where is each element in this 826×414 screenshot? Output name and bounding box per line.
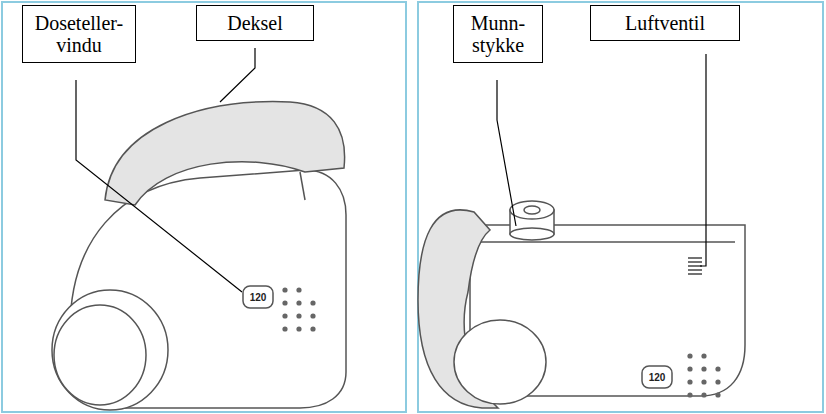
- open-inhaler: [418, 201, 745, 408]
- grip-dot: [687, 379, 692, 384]
- leader-line: [497, 80, 516, 226]
- grip-dot: [296, 313, 301, 318]
- panel-frame: [418, 2, 823, 412]
- part-name: Luftventil: [599, 12, 731, 34]
- grip-dot: [296, 300, 301, 305]
- leader-lines: [76, 48, 706, 292]
- grip-dot: [687, 392, 692, 397]
- callout-box: Luftventil: [590, 5, 740, 41]
- grip-dot: [282, 313, 287, 318]
- vent-slot: [688, 269, 702, 271]
- callout-box: Doseteller- vindu: [22, 5, 136, 63]
- vent-slot: [688, 265, 702, 267]
- leader-line: [700, 54, 706, 266]
- air-vent: [688, 258, 702, 274]
- callout-box: Munn- stykke: [453, 5, 543, 63]
- part-name: Munn- stykke: [462, 12, 534, 56]
- grip-dot: [310, 300, 315, 305]
- grip-dot: [701, 392, 706, 397]
- grip-dots: [282, 287, 720, 397]
- grip-dot: [687, 366, 692, 371]
- grip-dot: [282, 300, 287, 305]
- vent-slot: [688, 261, 702, 263]
- grip-dot: [715, 379, 720, 384]
- grip-dot: [715, 366, 720, 371]
- grip-dot: [701, 379, 706, 384]
- grip-dot: [701, 366, 706, 371]
- grip-dot: [715, 392, 720, 397]
- vent-slot: [688, 273, 702, 275]
- dose-count: 120: [649, 372, 666, 383]
- grip-dot: [282, 326, 287, 331]
- callout-box: Deksel: [196, 5, 314, 41]
- grip-dot: [310, 313, 315, 318]
- part-name: Doseteller- vindu: [31, 12, 127, 56]
- leader-line: [76, 80, 242, 292]
- grip-dot: [282, 287, 287, 292]
- vent-slot: [688, 257, 702, 259]
- closed-inhaler: [52, 102, 346, 410]
- grip-dot: [701, 353, 706, 358]
- dose-count: 120: [250, 292, 267, 303]
- grip-dot: [296, 287, 301, 292]
- part-name: Deksel: [205, 12, 305, 34]
- leader-line: [220, 48, 255, 102]
- panel-frame: [2, 2, 406, 412]
- grip-dot: [687, 353, 692, 358]
- grip-dot: [296, 326, 301, 331]
- grip-dot: [310, 326, 315, 331]
